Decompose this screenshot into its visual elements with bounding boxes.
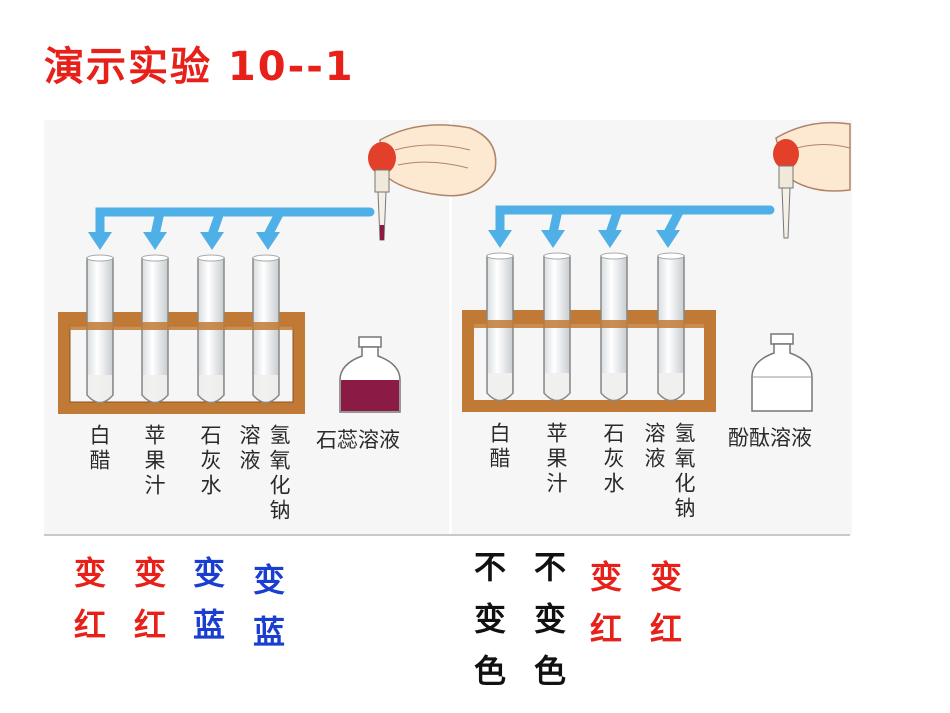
tube-label-vinegar: 白醋 <box>87 424 111 474</box>
result-litmus-vinegar: 变红 <box>69 556 107 660</box>
bottle-icon <box>751 333 813 412</box>
indicator-label-litmus: 石蕊溶液 <box>316 428 400 452</box>
left-setup <box>58 124 497 414</box>
result-litmus-apple-juice: 变红 <box>129 556 167 660</box>
result-phenolphthalein-apple-juice: 不变色 <box>529 550 567 706</box>
test-tube-icon <box>486 255 685 402</box>
tube-label-sodium-hydroxide: 氢氧化钠 <box>267 424 291 524</box>
tube-label-apple-juice: 苹果汁 <box>544 422 568 497</box>
test-tube-icon <box>86 257 280 404</box>
tube-label-apple-juice: 苹果汁 <box>142 424 166 499</box>
indicator-label-phenolphthalein: 酚酞溶液 <box>728 426 812 450</box>
dropper-icon <box>368 142 396 241</box>
result-litmus-sodium-hydroxide: 变蓝 <box>248 563 286 667</box>
page-title: 演示实验 10--1 <box>44 44 355 90</box>
result-phenolphthalein-vinegar: 不变色 <box>469 550 507 706</box>
hand-icon <box>379 124 497 197</box>
arrow-icon <box>495 205 775 238</box>
result-phenolphthalein-limewater: 变红 <box>585 560 623 664</box>
divider <box>44 534 850 536</box>
tube-label-vinegar: 白醋 <box>487 422 511 472</box>
tube-label-limewater: 石灰水 <box>198 424 222 499</box>
tube-label-solution: 溶液 <box>237 424 261 474</box>
right-setup <box>462 121 851 412</box>
tube-label-limewater: 石灰水 <box>601 422 625 497</box>
hand-icon <box>775 121 851 192</box>
arrow-icon <box>95 207 375 240</box>
tube-label-solution: 溶液 <box>642 422 666 472</box>
tube-label-sodium-hydroxide: 氢氧化钠 <box>672 422 696 522</box>
bottle-icon <box>339 336 401 413</box>
result-litmus-limewater: 变蓝 <box>188 556 226 660</box>
result-phenolphthalein-sodium-hydroxide: 变红 <box>645 560 683 664</box>
dropper-icon <box>773 139 799 239</box>
